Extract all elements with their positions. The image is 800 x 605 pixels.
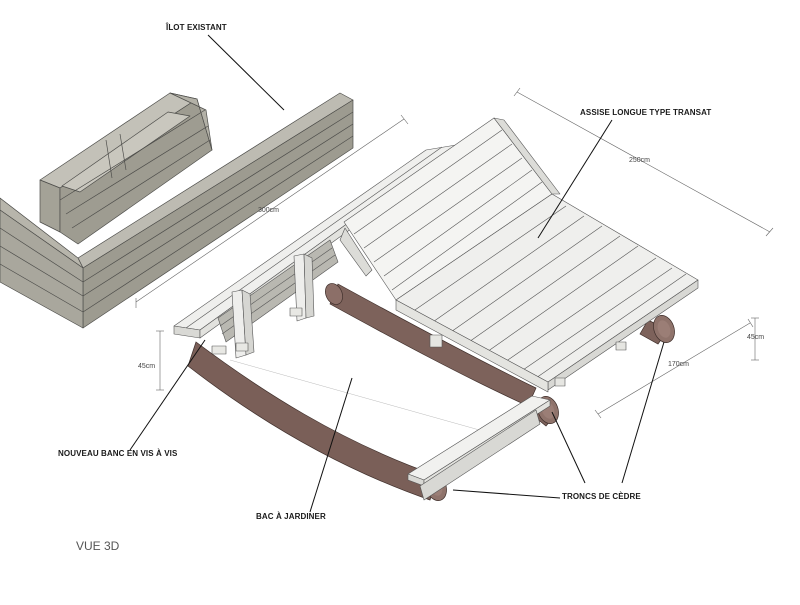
callout-troncs-3 <box>621 341 665 484</box>
callout-troncs-2 <box>551 411 586 484</box>
label-bac-a-jardiner: BAC À JARDINER <box>256 512 326 521</box>
callout-bac <box>309 377 353 513</box>
dimension-lines <box>135 87 774 419</box>
dimension-250cm: 250cm <box>629 157 651 164</box>
label-assise-longue: ASSISE LONGUE TYPE TRANSAT <box>580 108 712 117</box>
dimension-170cm: 170cm <box>668 361 690 368</box>
existing-island <box>0 92 354 329</box>
dimension-45cm-right: 45cm <box>747 334 765 341</box>
label-ilot-existant: ÎLOT EXISTANT <box>166 23 227 32</box>
front-rail <box>407 395 551 501</box>
cedar-log-end <box>325 283 343 305</box>
callout-lines <box>129 34 665 513</box>
cedar-log-front <box>187 341 439 501</box>
garden-bed-outline <box>229 359 516 441</box>
label-nouveau-banc: NOUVEAU BANC EN VIS À VIS <box>58 449 178 458</box>
callout-ilot <box>207 34 285 111</box>
dimension-300cm: 300cm <box>258 207 280 214</box>
callout-banc <box>129 339 206 451</box>
dimension-45cm-left: 45cm <box>138 363 156 370</box>
lounge-chair <box>343 117 699 393</box>
callout-assise <box>537 119 613 239</box>
view-caption: VUE 3D <box>76 539 120 553</box>
callout-troncs-1 <box>452 489 561 499</box>
label-troncs-de-cedre: TRONCS DE CÈDRE <box>562 492 641 501</box>
